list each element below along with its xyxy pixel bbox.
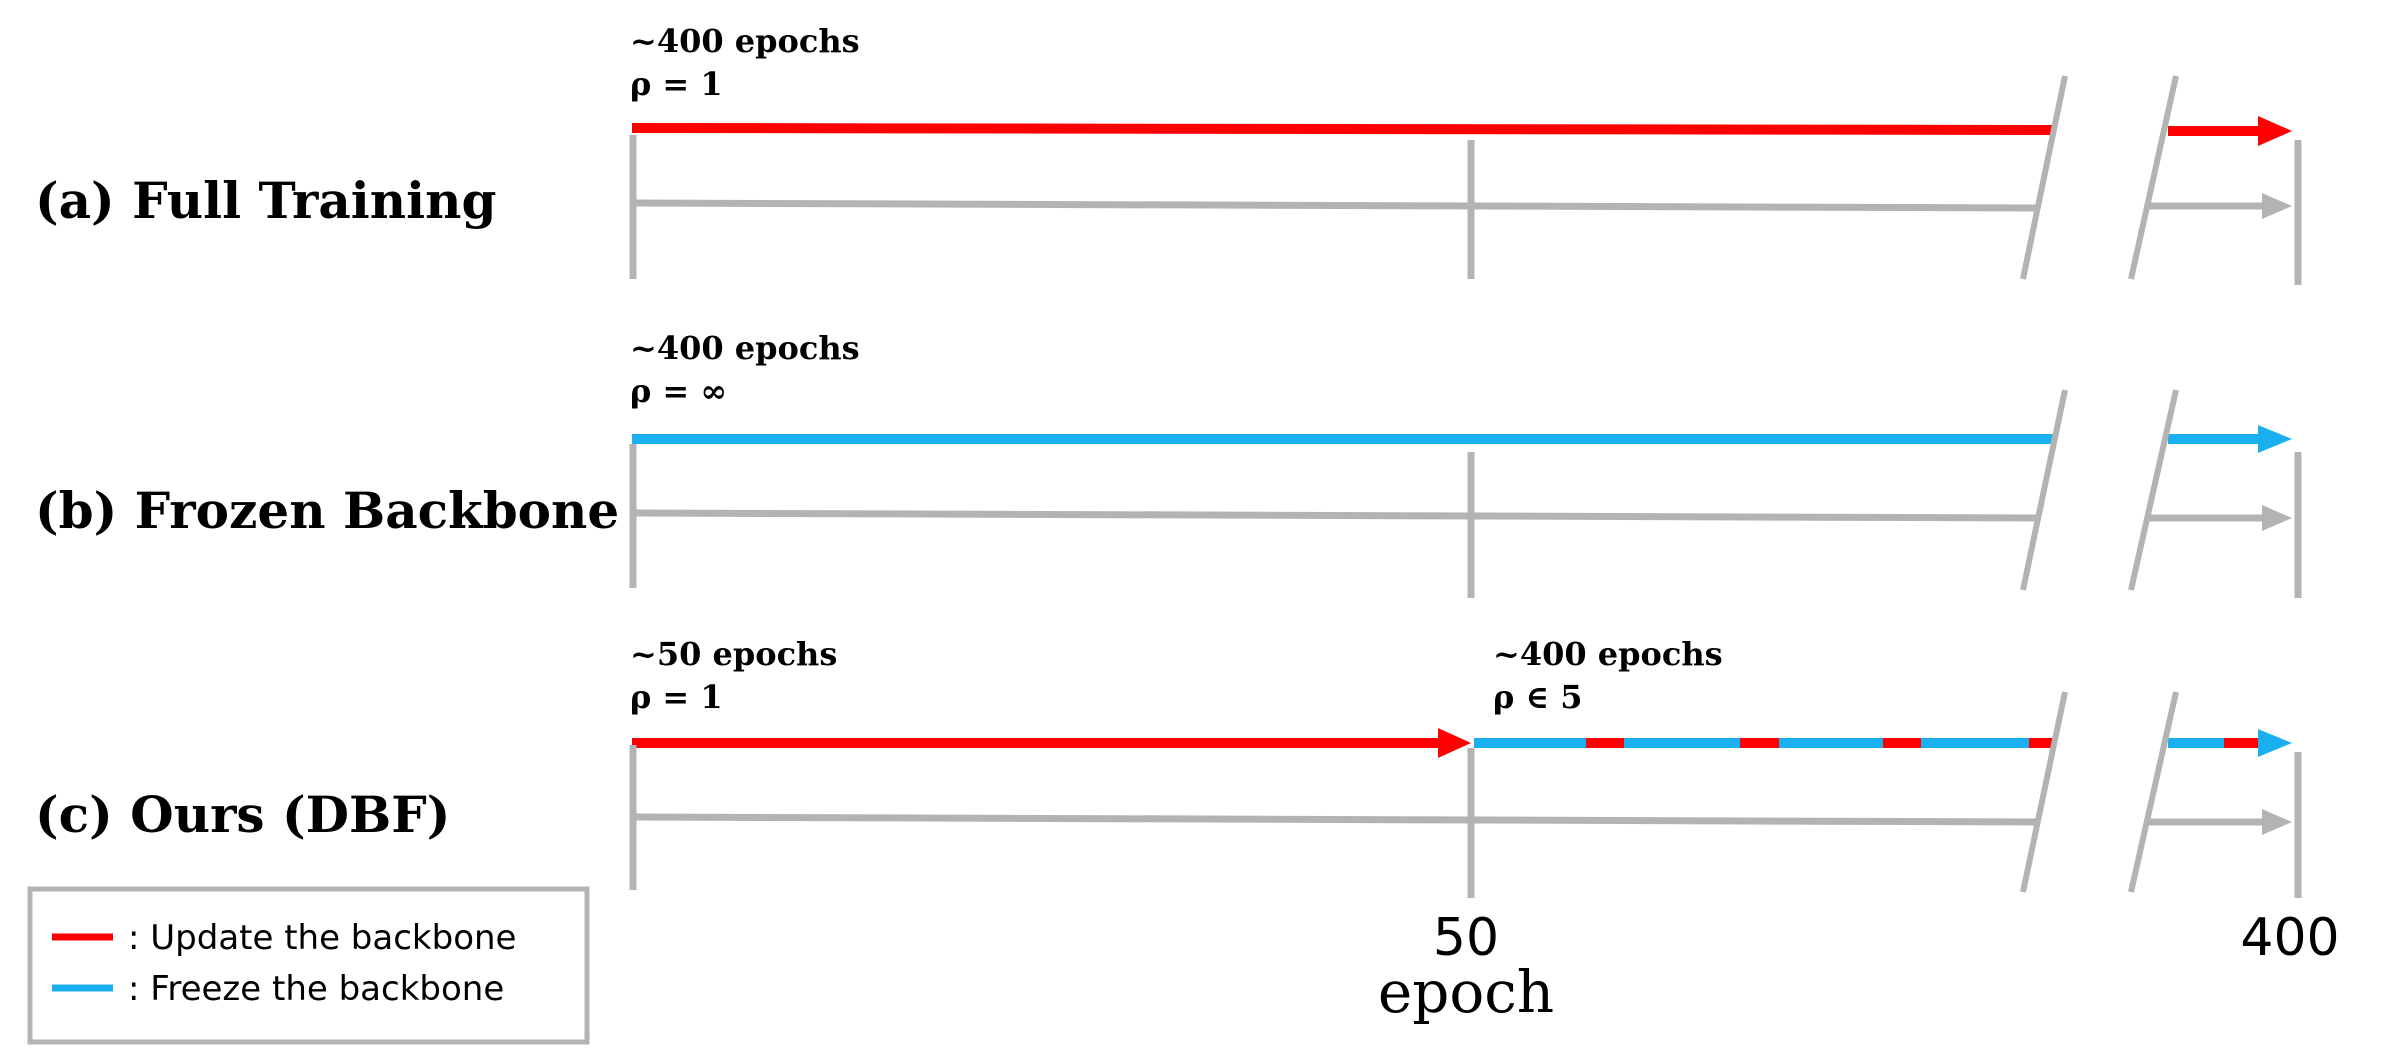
legend-box [27,886,590,1045]
row-label-ours-dbf: (c) Ours (DBF) [35,785,450,844]
annotation-epochs: ~400 epochs [630,329,860,367]
annotation-rho: ρ = 1 [630,678,723,716]
row-ours-dbf: (c) Ours (DBF) ~50 epochs ρ = 1 ~400 epo… [35,635,2302,898]
row-label-frozen-backbone: (b) Frozen Backbone [35,481,619,540]
x-axis-title: epoch [1378,958,1554,1026]
legend-update-label: : Update the backbone [128,918,516,958]
row-full-training: (a) Full Training ~400 epochs ρ = 1 [35,22,2302,285]
axis-break-right [2128,75,2179,280]
axis-line [632,509,2041,522]
freeze-arrowhead [2258,425,2292,453]
axis-break-left [2020,75,2068,280]
axis-line [632,199,2041,212]
axis-break-right [2128,691,2179,893]
row-frozen-backbone: (b) Frozen Backbone ~400 epochs ρ = ∞ [35,329,2302,598]
annotation-rho: ρ = ∞ [630,372,727,410]
update-arrowhead [2258,116,2292,146]
row-label-full-training: (a) Full Training [35,171,496,230]
freeze-arrowhead [2258,729,2292,757]
legend-freeze-label: : Freeze the backbone [128,969,504,1009]
axis-arrowhead [2262,809,2292,835]
update-arrowhead [1438,728,1471,758]
axis-arrowhead [2262,193,2292,219]
annotation-rho: ρ = 1 [630,65,723,103]
annotation-rho-phase2: ρ ∈ 5 [1493,678,1583,716]
axis-arrowhead [2262,505,2292,531]
tick-label-50: 50 [1433,908,1499,968]
annotation-epochs: ~400 epochs [630,22,860,60]
update-line [631,123,2056,135]
legend: : Update the backbone : Freeze the backb… [27,886,590,1045]
annotation-epochs-phase2: ~400 epochs [1493,635,1723,673]
axis-break-left [2020,691,2068,893]
axis-break-right [2128,389,2179,591]
annotation-epochs: ~50 epochs [630,635,837,673]
tick-label-400: 400 [2240,908,2339,968]
x-axis-labels: 50 400 epoch [1378,908,2340,1026]
axis-break-left [2020,389,2068,591]
axis-line [632,813,2041,826]
